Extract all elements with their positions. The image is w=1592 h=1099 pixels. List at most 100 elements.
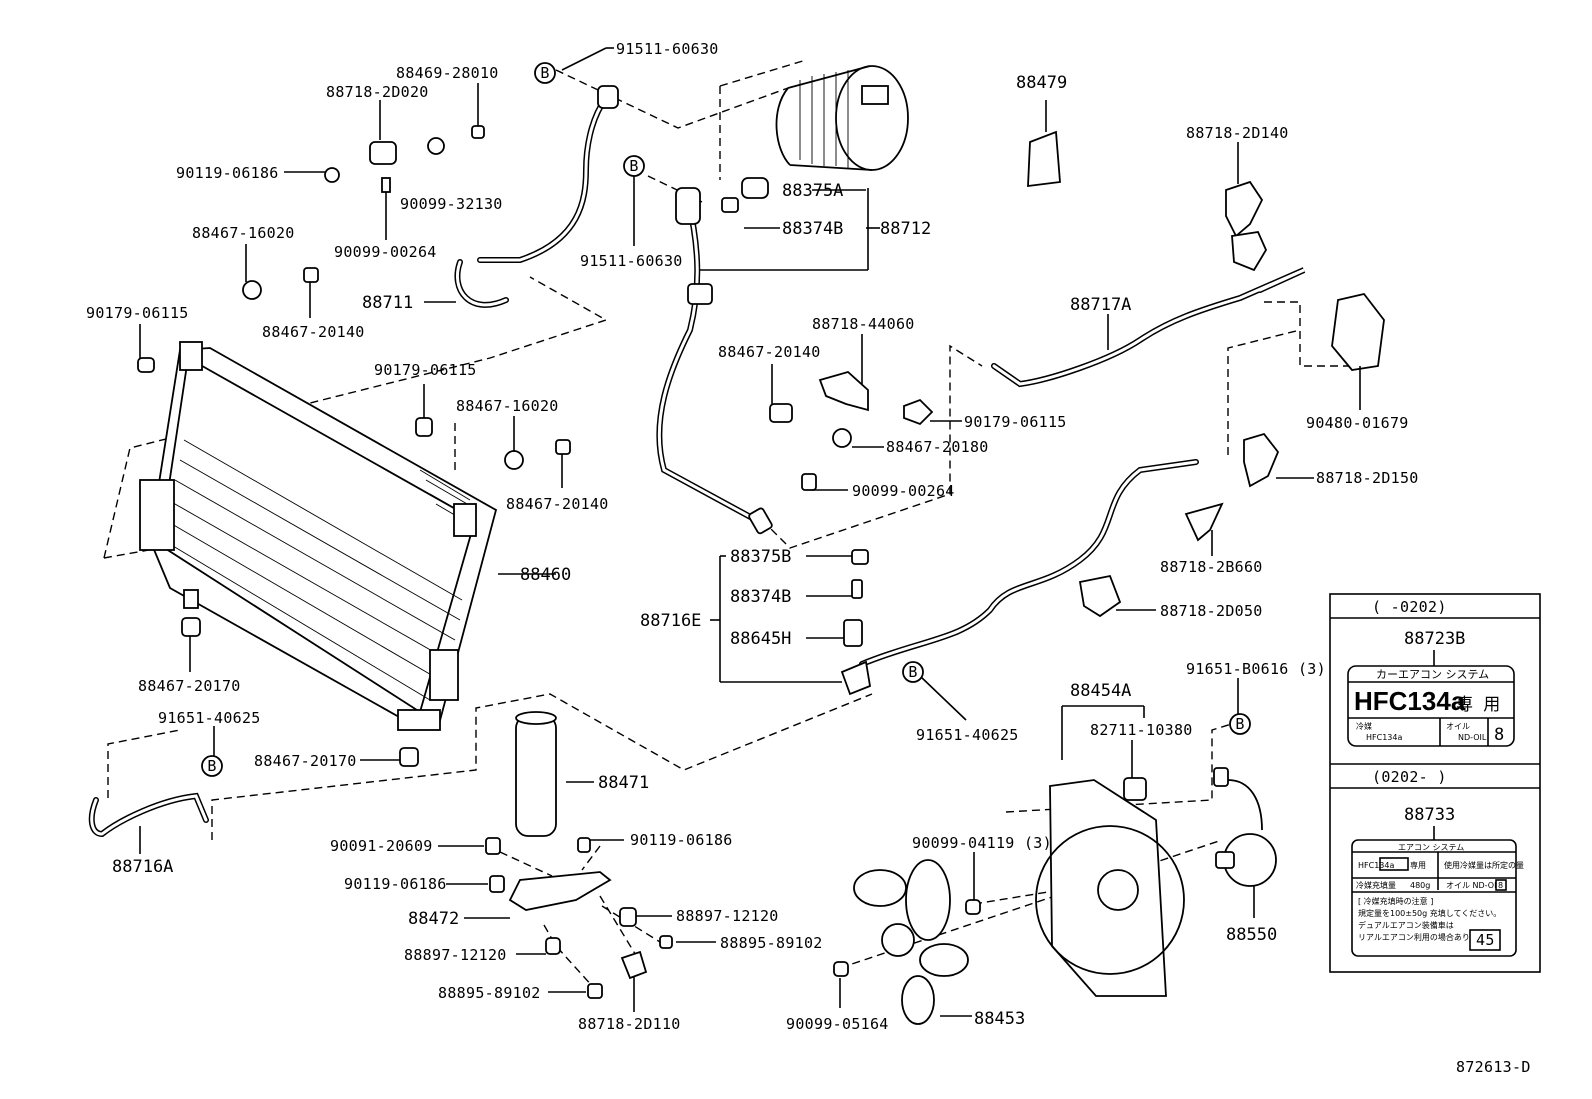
label-90119-06186-c: 90119-06186 [630,831,733,849]
inset-range-1: ( -0202) [1372,598,1447,616]
inset-range-2: (0202- ) [1372,768,1447,786]
label-88716A: 88716A [112,857,173,877]
svg-text:デュアルエアコン装備車は: デュアルエアコン装備車は [1358,920,1454,930]
label-88467-20180: 88467-20180 [886,438,989,456]
label-90099-00264-b: 90099-00264 [852,482,955,500]
svg-text:専 用: 専 用 [1456,695,1500,715]
svg-text:B: B [1235,715,1244,733]
label-88454A: 88454A [1070,681,1131,701]
svg-text:オイル: オイル [1446,722,1470,731]
label-88711: 88711 [362,293,413,313]
label-90099-04119: 90099-04119 (3) [912,834,1052,852]
svg-text:カーエアコン システム: カーエアコン システム [1376,668,1489,681]
condenser-88460 [139,341,498,731]
label-90091-20609: 90091-20609 [330,837,433,855]
label-88718-2D150: 88718-2D150 [1316,469,1419,487]
svg-text:HFC134a: HFC134a [1358,861,1394,870]
label-88895-89102-b: 88895-89102 [438,984,541,1002]
svg-text:HFC134a: HFC134a [1366,733,1402,742]
bolt-marker-2: B [623,155,645,177]
label-88718-2D020: 88718-2D020 [326,83,429,101]
label-91651-40625-a: 91651-40625 [158,709,261,727]
figure-code: 872613-D [1456,1058,1531,1076]
label-88897-12120-a: 88897-12120 [676,907,779,925]
label-88375A: 88375A [782,181,843,201]
svg-text:冷媒充填量: 冷媒充填量 [1356,880,1396,890]
label-88467-20170-b: 88467-20170 [254,752,357,770]
small-parts [137,85,1385,1025]
svg-text:B: B [908,663,917,681]
label-91511-60630-a: 91511-60630 [616,40,719,58]
label-88375B: 88375B [730,547,791,567]
label-88374B-a: 88374B [782,219,843,239]
label-88718-44060: 88718-44060 [812,315,915,333]
label-90099-32130: 90099-32130 [400,195,503,213]
svg-text:8: 8 [1494,725,1504,745]
label-88718-2B660: 88718-2B660 [1160,558,1263,576]
label-82711-10380: 82711-10380 [1090,721,1193,739]
label-91651-40625-b: 91651-40625 [916,726,1019,744]
label-88460: 88460 [520,565,571,585]
bolt-markers: B B B B B [201,62,1251,777]
svg-text:HFC134a: HFC134a [1354,686,1466,716]
label-91511-60630-b: 91511-60630 [580,252,683,270]
bolt-marker-5: B [1229,713,1251,735]
label-88467-16020-b: 88467-16020 [456,397,559,415]
label-88469-28010: 88469-28010 [396,64,499,82]
label-90119-06186-a: 90119-06186 [176,164,279,182]
hoses [88,95,1306,838]
label-88471: 88471 [598,773,649,793]
svg-text:45: 45 [1476,931,1495,949]
svg-text:B: B [207,757,216,775]
label-90119-06186-b: 90119-06186 [344,875,447,893]
label-88645H: 88645H [730,629,791,649]
svg-text:8: 8 [1498,881,1503,890]
bolt-marker-1: B [534,62,556,84]
label-88718-2D140: 88718-2D140 [1186,124,1289,142]
inset-part-88733: 88733 [1404,805,1455,825]
bolt-marker-4: B [201,755,223,777]
part-labels: 91511-60630 88469-28010 88718-2D020 9011… [86,40,1419,1033]
svg-text:B: B [540,64,549,82]
label-90099-05164: 90099-05164 [786,1015,889,1033]
label-88467-20140-c: 88467-20140 [718,343,821,361]
label-88712: 88712 [880,219,931,239]
label-88467-20140-b: 88467-20140 [506,495,609,513]
label-88550: 88550 [1226,925,1277,945]
label-88467-20170-a: 88467-20170 [138,677,241,695]
label-90179-06115-b: 90179-06115 [374,361,477,379]
svg-text:使用冷媒量は所定の量: 使用冷媒量は所定の量 [1444,860,1524,870]
label-88897-12120-b: 88897-12120 [404,946,507,964]
svg-text:エアコン システム: エアコン システム [1398,843,1464,852]
label-90179-06115-a: 90179-06115 [86,304,189,322]
label-88718-2D110: 88718-2D110 [578,1015,681,1033]
label-90480-01679: 90480-01679 [1306,414,1409,432]
label-88717A: 88717A [1070,295,1131,315]
label-88374B-b: 88374B [730,587,791,607]
label-91651-B0616: 91651-B0616 (3) [1186,660,1326,678]
svg-text:[ 冷媒充填時の注意 ]: [ 冷媒充填時の注意 ] [1358,896,1433,906]
svg-text:ND-OIL: ND-OIL [1458,733,1487,742]
svg-text:冷媒: 冷媒 [1356,721,1372,731]
label-88479: 88479 [1016,73,1067,93]
svg-text:480g: 480g [1410,881,1430,890]
svg-text:専用: 専用 [1410,860,1426,870]
inset-sticker-1 [1347,665,1515,747]
label-88453: 88453 [974,1009,1025,1029]
label-90099-00264-a: 90099-00264 [334,243,437,261]
label-88716E: 88716E [640,611,701,631]
label-inset: ( -0202) 88723B カーエアコン システム HFC134a 専 用 … [1329,593,1541,973]
compressor [775,65,909,171]
svg-text:規定量を100±50g 充填してください。: 規定量を100±50g 充填してください。 [1358,908,1501,918]
label-88718-2D050: 88718-2D050 [1160,602,1263,620]
label-88472: 88472 [408,909,459,929]
label-90179-06115-c: 90179-06115 [964,413,1067,431]
label-88467-20140-a: 88467-20140 [262,323,365,341]
svg-text:B: B [629,157,638,175]
leader-lines [139,47,1361,1017]
label-88895-89102-a: 88895-89102 [720,934,823,952]
svg-text:オイル ND-OIL: オイル ND-OIL [1446,881,1501,890]
bolt-marker-3: B [902,661,924,683]
inset-part-88723B: 88723B [1404,629,1465,649]
